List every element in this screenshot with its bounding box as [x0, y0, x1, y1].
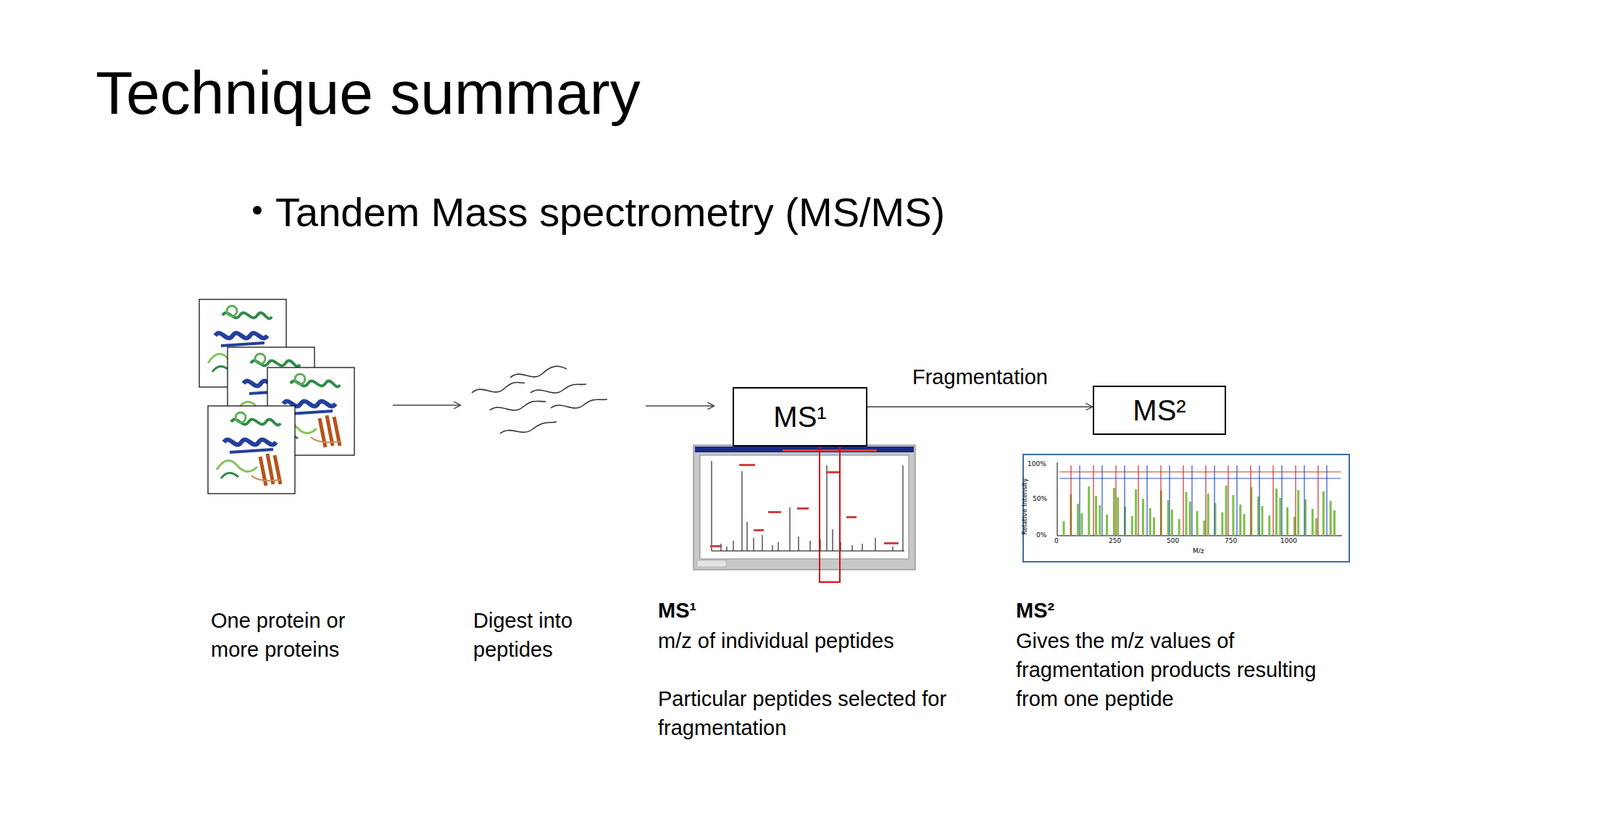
- box-label: MS²: [1132, 394, 1186, 427]
- selection-box: [819, 444, 840, 582]
- axis-tick: 0%: [1036, 531, 1047, 540]
- bullet-text: Tandem Mass spectrometry (MS/MS): [275, 184, 945, 240]
- protein-structures: [199, 299, 355, 494]
- axis-tick: 1000: [1280, 537, 1298, 545]
- ms1-spectrum: [693, 444, 916, 570]
- digest-arrow: [392, 404, 461, 406]
- caption: Digest into peptides: [473, 605, 619, 664]
- edge-label: Fragmentation: [909, 365, 1051, 390]
- caption: One protein or more proteins: [210, 605, 385, 664]
- axis-title: Relative Intensity: [1021, 478, 1029, 535]
- process-box: MS²: [1092, 385, 1227, 435]
- caption: Gives the m/z values of fragmentation pr…: [1015, 626, 1357, 714]
- axis-tick: 100%: [1027, 460, 1047, 469]
- axis-tick: 50%: [1032, 495, 1048, 503]
- axis-tick: 0: [1054, 537, 1059, 545]
- axis-title: M/z: [1192, 547, 1205, 556]
- axis-tick: 500: [1166, 537, 1179, 545]
- caption-heading: MS¹: [657, 595, 803, 625]
- ms-arrow: [645, 405, 715, 406]
- caption-heading: MS²: [1015, 595, 1161, 625]
- axis-tick: 750: [1224, 537, 1237, 545]
- slide-title: Technique summary: [95, 57, 641, 129]
- ms2-spectrum: [1023, 454, 1350, 562]
- peptide-squiggles: [471, 365, 608, 434]
- flow-arrow: [867, 406, 1093, 408]
- process-box: MS¹: [732, 386, 868, 447]
- axis-tick: 250: [1108, 537, 1122, 545]
- caption: m/z of individual peptides: [657, 626, 895, 656]
- caption: Particular peptides selected for fragmen…: [657, 684, 948, 743]
- bullet-dot: [252, 205, 262, 215]
- box-label: MS¹: [773, 400, 827, 434]
